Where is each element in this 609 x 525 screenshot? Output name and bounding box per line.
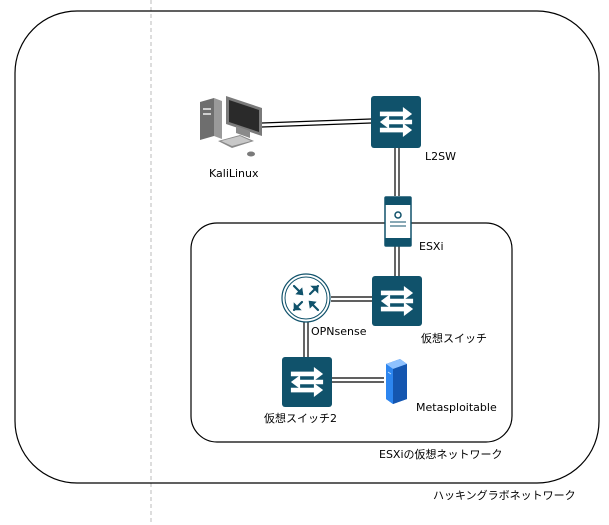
- connections: [261, 118, 400, 383]
- vswitch2-label: 仮想スイッチ2: [264, 412, 337, 425]
- kali-label: KaliLinux: [209, 167, 259, 180]
- inner-boundary-label: ESXiの仮想ネットワーク: [379, 448, 503, 461]
- router-icon[interactable]: [281, 273, 331, 323]
- l2sw-switch-icon[interactable]: [371, 96, 421, 148]
- outer-boundary-label: ハッキングラボネットワーク: [433, 489, 576, 502]
- outer-boundary[interactable]: [14, 10, 600, 484]
- opnsense-label: OPNsense: [311, 325, 367, 338]
- metasploitable-label: Metasploitable: [416, 401, 497, 414]
- vswitch1-label: 仮想スイッチ: [421, 332, 487, 345]
- pc-icon[interactable]: [200, 96, 262, 157]
- inner-boundary[interactable]: [190, 222, 513, 443]
- vswitch2-icon[interactable]: [282, 357, 332, 407]
- server-tower-icon[interactable]: [386, 359, 407, 404]
- esxi-label: ESXi: [419, 240, 444, 253]
- vswitch1-icon[interactable]: [372, 276, 422, 326]
- l2sw-label: L2SW: [425, 150, 456, 163]
- esxi-server-icon[interactable]: [384, 196, 412, 247]
- link-kali-l2sw: [261, 118, 372, 124]
